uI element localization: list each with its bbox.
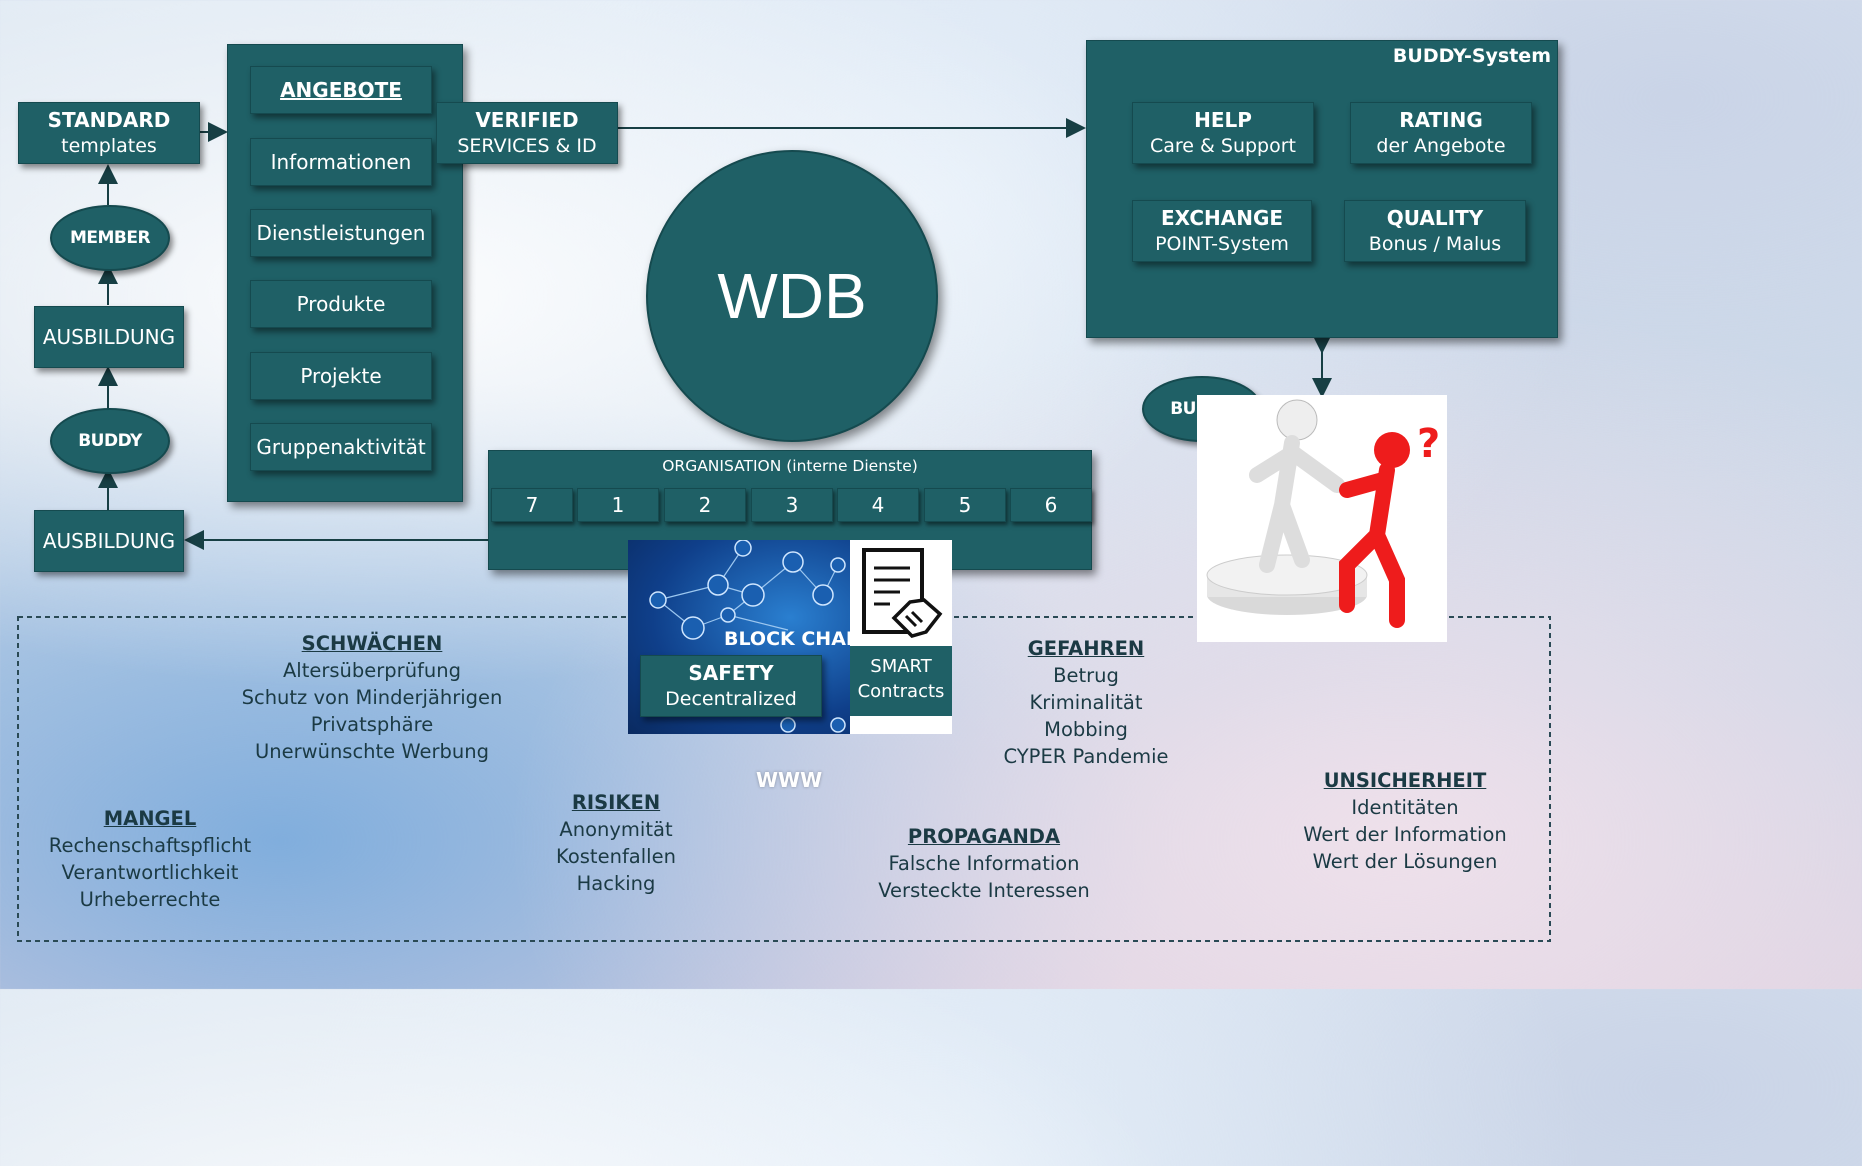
schwaechen-heading: SCHWÄCHEN: [301, 632, 443, 655]
schwaechen-item: Altersüberprüfung: [282, 659, 462, 682]
helping-figures-illustration: ?: [1197, 395, 1447, 642]
organisation-number-6: 6: [1010, 488, 1092, 522]
risiken-item: Anonymität: [559, 818, 673, 841]
propaganda-item: Falsche Information: [888, 852, 1080, 875]
organisation-number-5: 5: [924, 488, 1006, 522]
smart-contracts-panel: SMART Contracts: [850, 540, 952, 734]
mangel-group: MANGEL Rechenschaftspflicht Verantwortli…: [30, 805, 270, 913]
help-box: HELP Care & Support: [1132, 102, 1314, 164]
exchange-title: EXCHANGE: [1160, 206, 1284, 230]
angebote-item: Produkte: [250, 280, 432, 328]
schwaechen-item: Unerwünschte Werbung: [254, 740, 490, 763]
exchange-box: EXCHANGE POINT-System: [1132, 200, 1312, 262]
unsicherheit-item: Wert der Lösungen: [1312, 850, 1498, 873]
schwaechen-item: Schutz von Minderjährigen: [241, 686, 503, 709]
smart-line1: SMART: [870, 656, 932, 677]
mangel-item: Urheberrechte: [79, 888, 221, 911]
unsicherheit-item: Identitäten: [1351, 796, 1459, 819]
organisation-number-1: 1: [577, 488, 659, 522]
angebote-item: Informationen: [250, 138, 432, 186]
gefahren-item: CYPER Pandemie: [1003, 745, 1169, 768]
wdb-label: WDB: [717, 260, 867, 332]
ausbildung-top-box: AUSBILDUNG: [34, 306, 184, 368]
network-nodes-icon: [649, 540, 846, 733]
verified-subtitle: SERVICES & ID: [457, 135, 597, 157]
ausbildung-bottom-box: AUSBILDUNG: [34, 510, 184, 572]
safety-box: SAFETY Decentralized: [640, 655, 822, 717]
helping-hand-icon: ?: [1206, 399, 1440, 628]
rating-box: RATING der Angebote: [1350, 102, 1532, 164]
smart-contracts-box: SMART Contracts: [850, 646, 952, 716]
risiken-group: RISIKEN Anonymität Kostenfallen Hacking: [530, 789, 702, 897]
organisation-number-7: 7: [491, 488, 573, 522]
gefahren-group: GEFAHREN Betrug Kriminalität Mobbing CYP…: [986, 635, 1186, 770]
unsicherheit-heading: UNSICHERHEIT: [1323, 769, 1487, 792]
schwaechen-group: SCHWÄCHEN Altersüberprüfung Schutz von M…: [222, 630, 522, 765]
blockchain-banner: BLOCK CHAIN: [724, 628, 869, 650]
organisation-number-4: 4: [837, 488, 919, 522]
contract-handshake-icon: [862, 548, 943, 638]
risiken-item: Hacking: [576, 872, 656, 895]
rating-subtitle: der Angebote: [1376, 135, 1506, 157]
propaganda-group: PROPAGANDA Falsche Information Versteckt…: [864, 823, 1104, 904]
risiken-heading: RISIKEN: [571, 791, 661, 814]
gefahren-item: Kriminalität: [1029, 691, 1143, 714]
exchange-subtitle: POINT-System: [1155, 233, 1289, 255]
svg-text:?: ?: [1417, 421, 1440, 467]
schwaechen-item: Privatsphäre: [310, 713, 434, 736]
unsicherheit-item: Wert der Information: [1303, 823, 1507, 846]
www-label: WWW: [756, 768, 823, 792]
angebote-item: Gruppenaktivität: [250, 423, 432, 471]
verified-title: VERIFIED: [475, 108, 579, 132]
buddy-oval-left: BUDDY: [50, 408, 170, 474]
mangel-heading: MANGEL: [103, 807, 197, 830]
organisation-number-2: 2: [664, 488, 746, 522]
risiken-item: Kostenfallen: [556, 845, 676, 868]
smart-line2: Contracts: [857, 681, 945, 702]
buddy-system-panel: BUDDY-System: [1086, 40, 1558, 338]
gefahren-item: Mobbing: [1044, 718, 1128, 741]
mangel-item: Rechenschaftspflicht: [48, 834, 252, 857]
quality-title: QUALITY: [1386, 206, 1484, 230]
verified-services-box: VERIFIED SERVICES & ID: [436, 102, 618, 164]
angebote-item: Projekte: [250, 352, 432, 400]
mangel-item: Verantwortlichkeit: [61, 861, 239, 884]
gefahren-heading: GEFAHREN: [1027, 637, 1145, 660]
buddy-system-title: BUDDY-System: [1392, 45, 1551, 67]
organisation-number-3: 3: [751, 488, 833, 522]
angebote-item: Dienstleistungen: [250, 209, 432, 257]
organisation-title: ORGANISATION (interne Dienste): [662, 457, 918, 475]
propaganda-item: Versteckte Interessen: [878, 879, 1090, 902]
angebote-header: ANGEBOTE: [250, 66, 432, 114]
quality-box: QUALITY Bonus / Malus: [1344, 200, 1526, 262]
member-oval: MEMBER: [50, 205, 170, 271]
safety-title: SAFETY: [688, 661, 774, 685]
propaganda-heading: PROPAGANDA: [907, 825, 1061, 848]
unsicherheit-group: UNSICHERHEIT Identitäten Wert der Inform…: [1290, 767, 1520, 875]
quality-subtitle: Bonus / Malus: [1368, 233, 1502, 255]
wdb-circle: WDB: [646, 150, 938, 442]
angebote-header-label: ANGEBOTE: [280, 78, 402, 102]
rating-title: RATING: [1399, 108, 1483, 132]
help-subtitle: Care & Support: [1150, 135, 1296, 157]
standard-templates-box: STANDARD templates: [18, 102, 200, 164]
gefahren-item: Betrug: [1053, 664, 1119, 687]
standard-title: STANDARD: [47, 108, 171, 132]
help-title: HELP: [1194, 108, 1252, 132]
safety-subtitle: Decentralized: [665, 688, 797, 710]
standard-subtitle: templates: [61, 135, 157, 157]
